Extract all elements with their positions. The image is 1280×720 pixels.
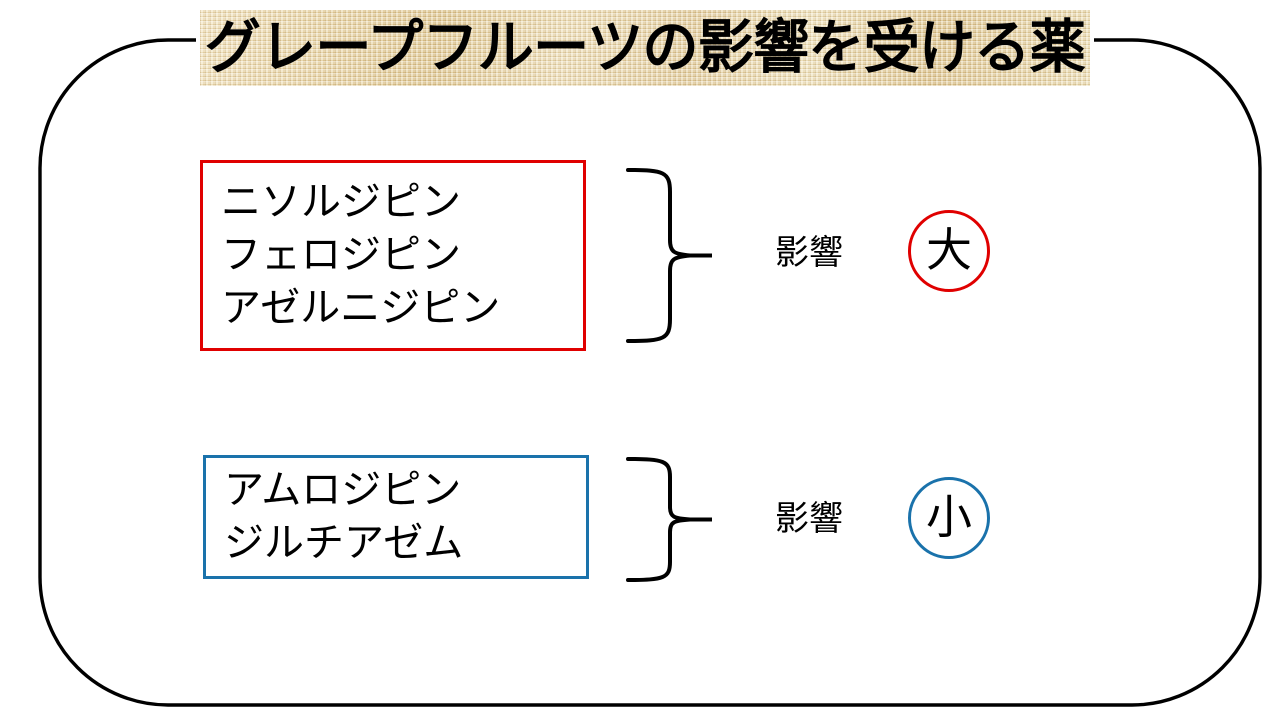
- drug-group-box-minor: アムロジピン ジルチアゼム: [203, 455, 589, 579]
- drug-name: フェロジピン: [221, 233, 461, 278]
- brace-major: [626, 168, 712, 343]
- brace-minor: [626, 457, 712, 582]
- drug-name: ジルチアゼム: [224, 521, 464, 565]
- drug-group-box-major: ニソルジピン フェロジピン アゼルニジピン: [200, 160, 586, 351]
- magnitude-text: 小: [926, 491, 972, 543]
- drug-name: ニソルジピン: [221, 180, 461, 225]
- magnitude-badge-major: 大: [908, 210, 990, 292]
- drug-name: アゼルニジピン: [221, 285, 501, 330]
- page-title: グレープフルーツの影響を受ける薬: [204, 15, 1086, 80]
- effect-label-major: 影響: [775, 234, 843, 272]
- magnitude-text: 大: [926, 224, 972, 276]
- drug-name: アムロジピン: [224, 468, 462, 513]
- magnitude-badge-minor: 小: [908, 477, 990, 559]
- effect-label-minor: 影響: [775, 500, 843, 538]
- title-banner: グレープフルーツの影響を受ける薬: [200, 10, 1090, 86]
